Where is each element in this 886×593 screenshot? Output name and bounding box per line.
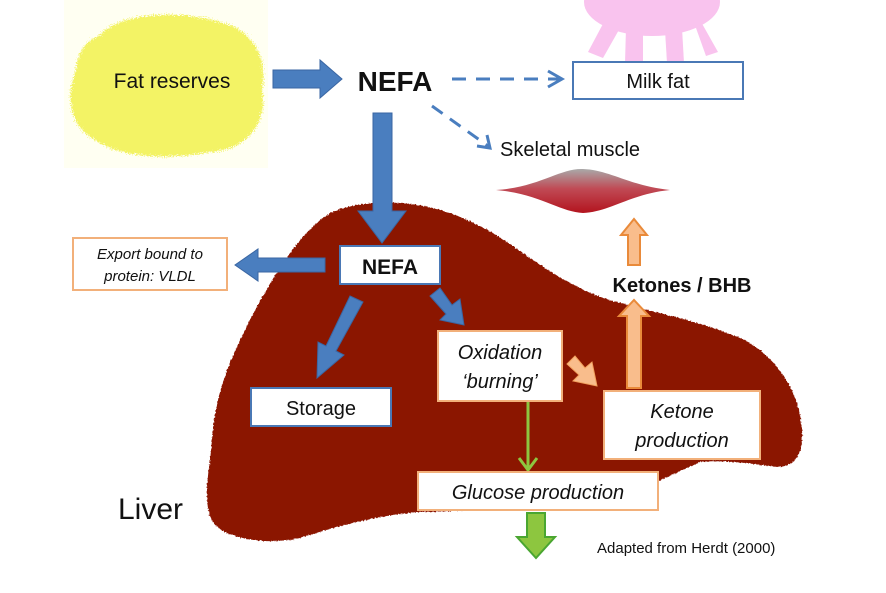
ketone-production-box <box>603 390 761 460</box>
arrow-oxidation-to-glucose <box>517 402 539 473</box>
dashed-arrow-to-skeletal-muscle <box>431 104 492 150</box>
arrow-glucose-output <box>514 512 558 560</box>
oxidation-line2: ‘burning’ <box>462 371 538 393</box>
fat-reserves-blob <box>70 14 264 157</box>
skeletal-muscle-icon <box>496 168 670 213</box>
nefa-liver-node: NEFA <box>339 245 441 285</box>
arrow-oxidation-to-ketone <box>566 355 598 387</box>
skeletal-muscle-label: Skeletal muscle <box>500 139 640 161</box>
ketone-production-node: Ketone production <box>603 390 761 460</box>
arrow-nefa-to-liver <box>357 112 407 244</box>
arrow-bhb-to-muscle <box>618 217 650 266</box>
arrow-nefa-to-storage <box>316 295 364 380</box>
export-vldl-node: Export bound to protein: VLDL <box>72 237 228 291</box>
glucose-production-node: Glucose production <box>417 471 659 511</box>
storage-node: Storage <box>250 387 392 427</box>
fat-reserves-label: Fat reserves <box>114 70 231 93</box>
export-vldl-box <box>72 237 228 291</box>
milk-fat-box <box>572 61 744 100</box>
nefa-liver-box <box>339 245 441 285</box>
dashed-arrow-to-milk-fat <box>452 69 566 89</box>
oxidation-box <box>437 330 563 402</box>
milk-fat-label: Milk fat <box>626 71 690 93</box>
udder-icon <box>584 0 720 63</box>
ketone-production-line1: Ketone <box>650 401 713 423</box>
citation-label: Adapted from Herdt (2000) <box>597 540 775 557</box>
export-line2: protein: VLDL <box>103 268 196 285</box>
export-line1: Export bound to <box>97 246 203 263</box>
ketone-production-line2: production <box>634 430 728 452</box>
arrow-nefa-to-export <box>234 248 326 282</box>
oxidation-node: Oxidation ‘burning’ <box>437 330 563 402</box>
liver-label: Liver <box>118 493 183 526</box>
arrow-nefa-to-oxidation <box>429 287 465 326</box>
storage-label: Storage <box>286 398 356 420</box>
arrow-ketone-to-bhb <box>616 298 652 389</box>
ketones-bhb-label: Ketones / BHB <box>613 275 752 297</box>
glucose-production-label: Glucose production <box>452 482 624 504</box>
milk-fat-node: Milk fat <box>572 61 744 100</box>
fat-reserves-node: Fat reserves <box>64 0 268 168</box>
nefa-liver-label: NEFA <box>362 256 418 279</box>
arrow-fat-to-nefa <box>272 58 343 100</box>
glucose-production-box <box>417 471 659 511</box>
nefa-top-label: NEFA <box>358 66 433 97</box>
storage-box <box>250 387 392 427</box>
oxidation-line1: Oxidation <box>458 342 543 364</box>
